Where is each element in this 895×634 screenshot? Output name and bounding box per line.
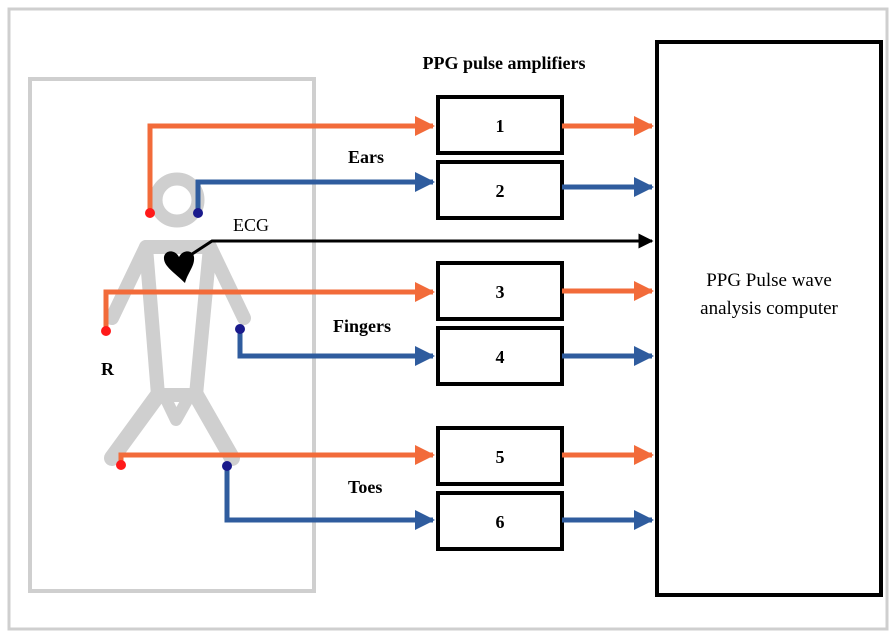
amplifier-box-6 (436, 491, 564, 551)
sensor-dot-toe-right (116, 460, 126, 470)
computer-label-line2: analysis computer (700, 298, 838, 319)
heart-icon (163, 251, 195, 283)
fingers-label: Fingers (333, 316, 391, 336)
ear-left-wire (195, 172, 435, 212)
amplifier-box-2 (436, 160, 564, 220)
amplifier-box-4 (436, 326, 564, 386)
left-side-wires (195, 172, 435, 530)
sensor-dot-ear-right (145, 208, 155, 218)
ecg-wire (185, 233, 654, 260)
amplifier-box-5 (436, 426, 564, 486)
diagram-title: PPG pulse amplifiers (423, 53, 586, 73)
finger-right-wire (103, 282, 435, 329)
toes-label: Toes (348, 477, 382, 497)
computer-box (655, 40, 883, 597)
amplifier-label-4: 4 (496, 347, 505, 367)
amplifier-boxes (436, 95, 564, 551)
sensor-dot-finger-right (101, 326, 111, 336)
ecg-label: ECG (233, 215, 269, 235)
toe-left-wire (224, 466, 435, 530)
amplifier-label-1: 1 (496, 116, 505, 136)
ears-label: Ears (348, 147, 384, 167)
finger-left-wire (237, 330, 435, 366)
right-side-label: R (101, 359, 115, 379)
amplifier-label-6: 6 (496, 512, 505, 532)
sensor-dot-ear-left (193, 208, 203, 218)
human-figure-icon (104, 172, 251, 466)
sensor-dots (101, 208, 245, 471)
amplifier-output-arrows (562, 116, 654, 530)
computer-label-line1: PPG Pulse wave (706, 270, 832, 291)
ear-right-wire (147, 116, 435, 212)
toe-right-wire (118, 445, 435, 465)
amplifier-label-3: 3 (496, 282, 505, 302)
outer-frame (7, 7, 889, 631)
sensor-dot-toe-left (222, 461, 232, 471)
patient-box (28, 77, 316, 593)
sensor-dot-finger-left (235, 324, 245, 334)
amplifier-label-2: 2 (496, 181, 505, 201)
amplifier-label-5: 5 (496, 447, 505, 467)
